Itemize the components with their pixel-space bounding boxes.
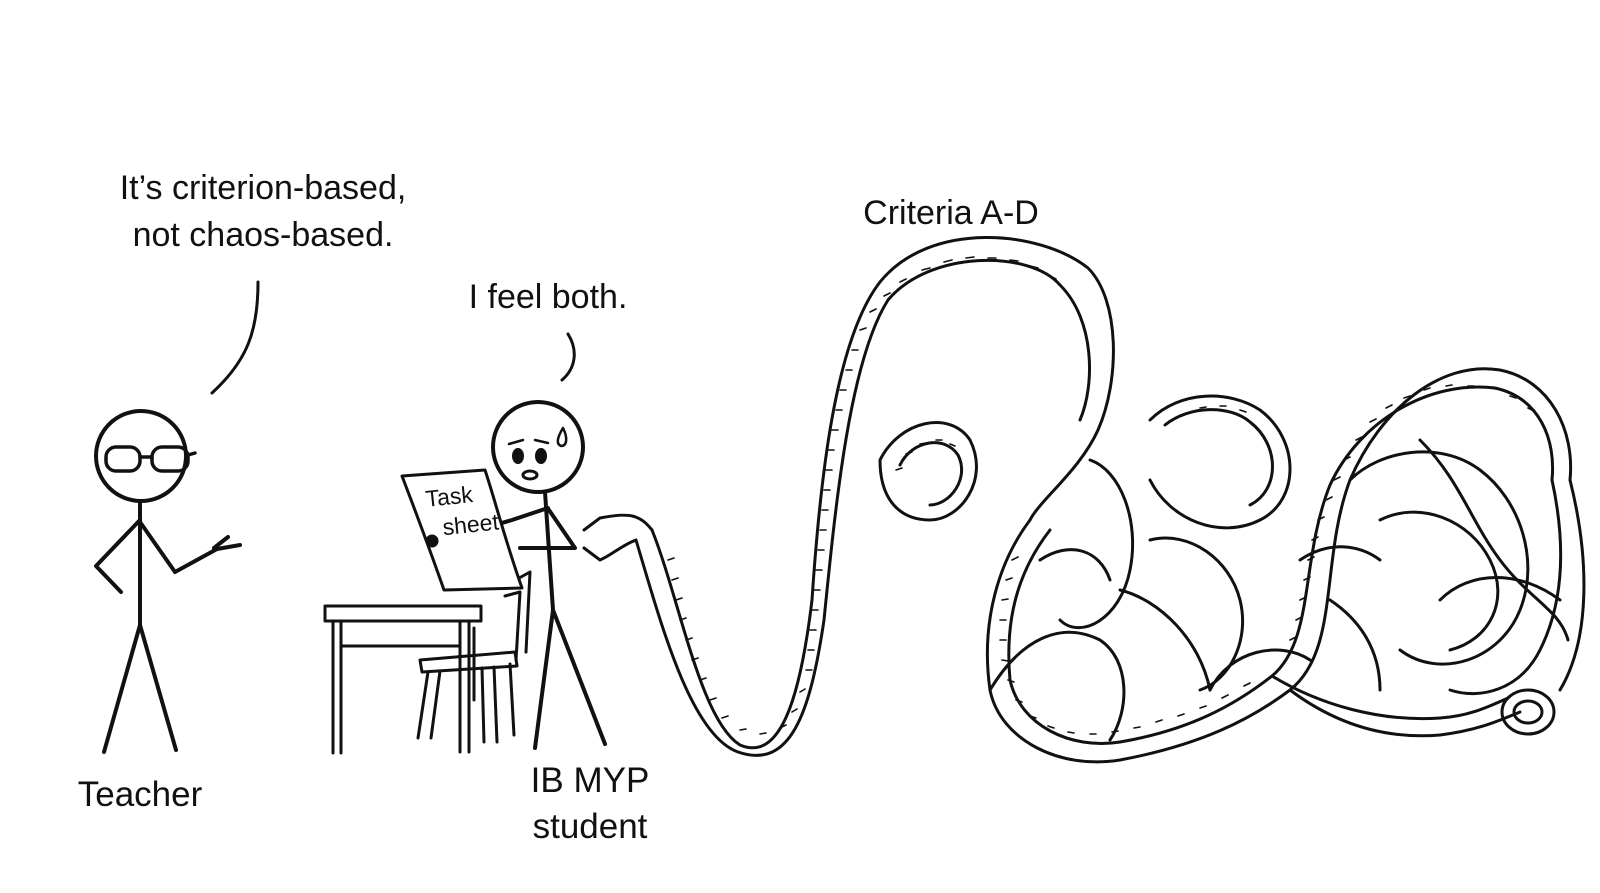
student-speech-tail: [560, 332, 576, 382]
task-sheet-line-2: sheet: [441, 508, 500, 541]
task-sheet-label: Task sheet: [424, 477, 500, 544]
criteria-label: Criteria A-D: [863, 194, 1039, 232]
teacher-speech-line-1: It’s criterion-based,: [119, 169, 407, 207]
student-head: [491, 400, 585, 494]
student-speech-bubble: I feel both.: [468, 278, 628, 316]
teacher-figure: [94, 409, 242, 754]
teacher-speech-tail: [210, 280, 260, 395]
teacher-speech-line-2: not chaos-based.: [132, 216, 394, 254]
student-figure: [476, 400, 607, 750]
student-label-line-2: student: [532, 807, 648, 846]
school-desk: [323, 604, 483, 755]
scroll-roll-icon: [1500, 688, 1556, 736]
student-label: IB MYP student: [505, 758, 675, 850]
scroll-icon: [582, 236, 1586, 764]
glasses-icon: [104, 445, 197, 473]
teacher-label: Teacher: [77, 775, 203, 814]
teacher-speech-bubble: It’s criterion-based, not chaos-based.: [88, 165, 438, 259]
sweat-drop-icon: [556, 426, 568, 448]
student-label-line-1: IB MYP: [530, 761, 650, 800]
task-sheet: [400, 468, 524, 592]
school-chair: [416, 570, 532, 744]
